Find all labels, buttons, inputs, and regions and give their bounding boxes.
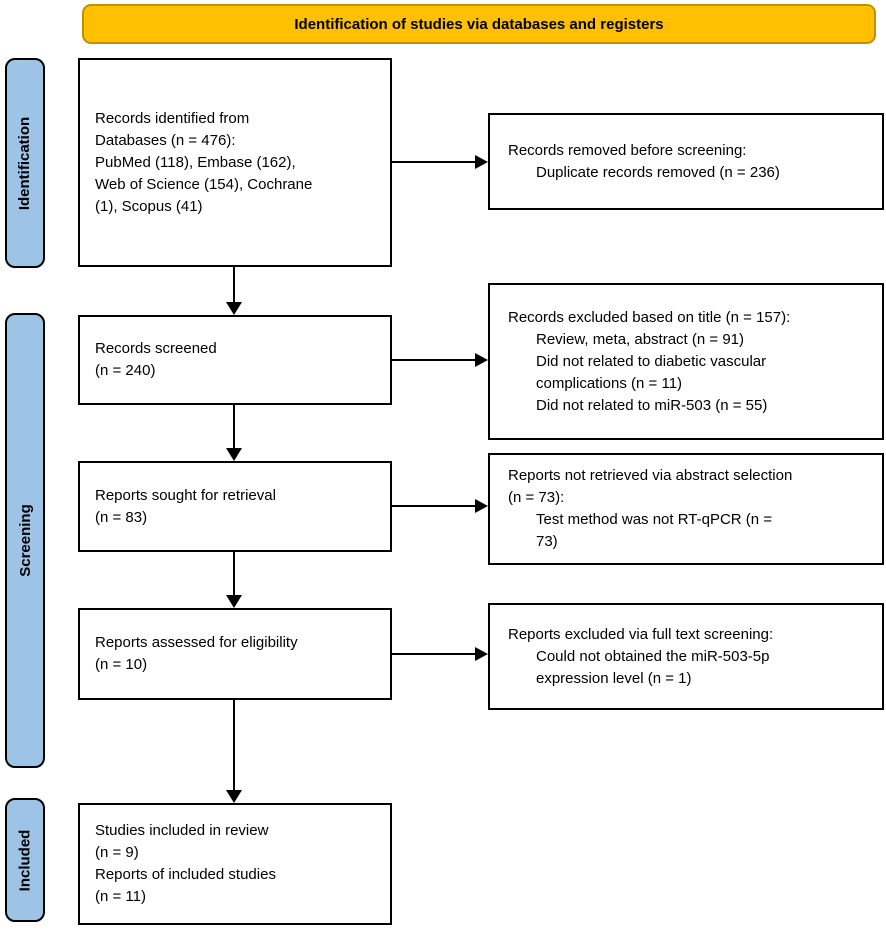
text-line: Records identified from (95, 109, 250, 127)
arrow-screened-to-sought-head (226, 448, 242, 461)
stage-label-included: Included (5, 798, 45, 922)
text-line: (n = 73): (508, 489, 565, 506)
box-records-removed-before-screening: Records removed before screening: Duplic… (488, 113, 884, 210)
text-line: Reports not retrieved via abstract selec… (508, 467, 793, 484)
text-line: PubMed (118), Embase (162), (95, 153, 296, 171)
text-line: Reports assessed for eligibility (95, 634, 298, 651)
text-line: (1), Scopus (41) (95, 197, 203, 215)
box-studies-included: Studies included in review (n = 9) Repor… (78, 803, 392, 925)
text-line: Records removed before screening: (508, 141, 747, 159)
stage-label-identification: Identification (5, 58, 45, 268)
box-records-excluded-title: Records excluded based on title (n = 157… (488, 283, 884, 440)
arrow-to-reports-excluded-line (392, 653, 475, 655)
text-line: Did not related to diabetic vascular (536, 352, 767, 370)
text-line: Did not related to miR-503 (n = 55) (536, 396, 768, 414)
text-line: Records screened (95, 340, 217, 357)
arrow-to-records-removed-head (475, 155, 488, 169)
stage-label-identification-text: Identification (16, 116, 34, 210)
banner-databases-registers: Identification of studies via databases … (82, 4, 876, 44)
text-line: 73) (536, 533, 558, 550)
stage-label-screening-text: Screening (16, 504, 34, 577)
box-reports-excluded-fulltext: Reports excluded via full text screening… (488, 603, 884, 710)
text-line: Databases (n = 476): (95, 131, 236, 149)
box-records-screened: Records screened (n = 240) (78, 315, 392, 405)
text-line: (n = 83) (95, 508, 148, 526)
text-line: expression level (n = 1) (536, 669, 692, 687)
text-line: Review, meta, abstract (n = 91) (536, 330, 745, 348)
text-line: Duplicate records removed (n = 236) (536, 163, 780, 181)
text-line: Reports of included studies (95, 866, 276, 883)
stage-label-included-text: Included (16, 829, 34, 891)
arrow-sought-to-assessed-line (233, 552, 235, 595)
arrow-assessed-to-included-head (226, 790, 242, 803)
arrow-to-reports-not-retrieved-line (392, 505, 475, 507)
arrow-to-records-excluded-line (392, 359, 475, 361)
stage-label-screening: Screening (5, 313, 45, 768)
arrow-to-records-excluded-head (475, 353, 488, 367)
text-line: Reports sought for retrieval (95, 486, 276, 504)
arrow-to-reports-not-retrieved-head (475, 499, 488, 513)
arrow-assessed-to-included-line (233, 700, 235, 790)
arrow-identified-to-screened-head (226, 302, 242, 315)
text-line: (n = 9) (95, 844, 139, 861)
banner-label: Identification of studies via databases … (294, 15, 664, 33)
text-line: Studies included in review (95, 822, 269, 839)
text-line: (n = 11) (95, 888, 146, 905)
text-line: Web of Science (154), Cochrane (95, 175, 313, 193)
text-line: Could not obtained the miR-503-5p (536, 647, 770, 665)
arrow-to-records-removed-line (392, 161, 475, 163)
arrow-identified-to-screened-line (233, 267, 235, 302)
text-line: Test method was not RT-qPCR (n = (536, 511, 773, 528)
text-line: Reports excluded via full text screening… (508, 625, 774, 643)
arrow-to-reports-excluded-head (475, 647, 488, 661)
arrow-screened-to-sought-line (233, 405, 235, 448)
arrow-sought-to-assessed-head (226, 595, 242, 608)
text-line: (n = 10) (95, 656, 148, 673)
box-reports-sought: Reports sought for retrieval (n = 83) (78, 461, 392, 552)
text-line: complications (n = 11) (536, 374, 683, 392)
box-reports-not-retrieved: Reports not retrieved via abstract selec… (488, 453, 884, 565)
box-records-identified: Records identified from Databases (n = 4… (78, 58, 392, 267)
text-line: (n = 240) (95, 362, 156, 379)
text-line: Records excluded based on title (n = 157… (508, 308, 791, 326)
box-reports-assessed: Reports assessed for eligibility (n = 10… (78, 608, 392, 700)
